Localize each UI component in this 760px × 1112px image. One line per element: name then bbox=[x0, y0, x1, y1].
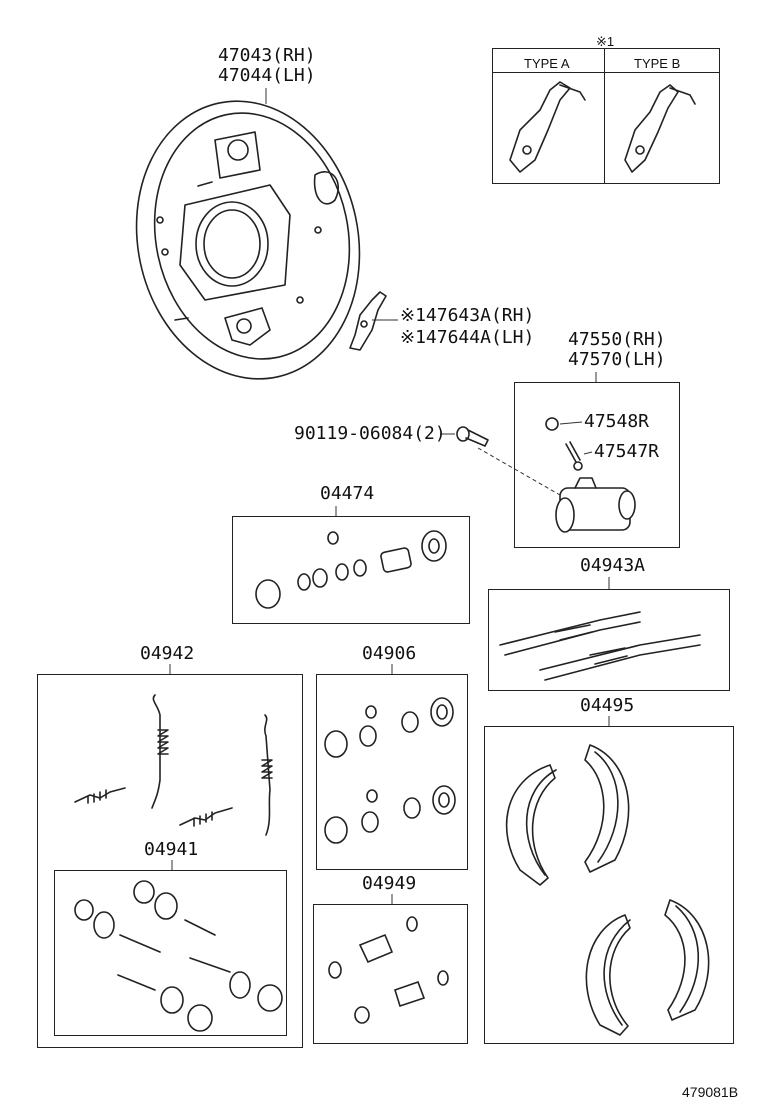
kit-04949-box bbox=[313, 904, 468, 1044]
kit-04942-box bbox=[37, 674, 303, 1048]
type-a-sketch bbox=[509, 81, 586, 173]
kit-04943a-label: 04943A bbox=[580, 555, 646, 576]
inset-note: ※1 bbox=[596, 34, 615, 49]
wheel-cylinder-label-rh: 47550(RH) bbox=[568, 329, 666, 350]
kit-04942-label: 04942 bbox=[140, 643, 195, 664]
lever-label-lh: ※147644A(LH) bbox=[400, 327, 535, 348]
kit-04943a-parts bbox=[499, 611, 701, 681]
kit-04906-label: 04906 bbox=[362, 643, 417, 664]
kit-04906-box bbox=[316, 674, 468, 870]
kit-04941-label: 04941 bbox=[144, 839, 199, 860]
kit-04949-parts bbox=[328, 916, 449, 1024]
inset-divider-horizontal bbox=[492, 72, 720, 73]
kit-04906-parts bbox=[324, 697, 456, 844]
kit-04495-parts bbox=[505, 744, 710, 1036]
wheel-cylinder-drawing bbox=[477, 417, 636, 533]
bleeder-label: 47547R bbox=[594, 441, 660, 462]
wheel-cylinder-label-lh: 47570(LH) bbox=[568, 349, 666, 370]
kit-04495-box bbox=[484, 726, 734, 1044]
inset-divider-vertical bbox=[604, 48, 605, 184]
backing-plate-drawing bbox=[135, 88, 361, 380]
bolt-label: 90119-06084(2) bbox=[294, 423, 446, 444]
type-b-sketch bbox=[624, 84, 696, 173]
lever-drawing bbox=[349, 291, 398, 351]
kit-04949-label: 04949 bbox=[362, 873, 417, 894]
inset-type-b-label: TYPE B bbox=[634, 56, 681, 71]
backing-plate-label-lh: 47044(LH) bbox=[218, 65, 316, 86]
kit-04495-label: 04495 bbox=[580, 695, 635, 716]
kit-04474-label: 04474 bbox=[320, 483, 375, 504]
inset-type-box bbox=[492, 48, 720, 184]
lever-label-rh: ※147643A(RH) bbox=[400, 305, 535, 326]
backing-plate-label-rh: 47043(RH) bbox=[218, 45, 316, 66]
bolt-drawing bbox=[456, 426, 489, 447]
cap-label: 47548R bbox=[584, 411, 650, 432]
kit-04941-parts bbox=[74, 880, 283, 1032]
inset-type-a-label: TYPE A bbox=[524, 56, 570, 71]
kit-04942-parts bbox=[74, 694, 273, 836]
figure-id: 479081B bbox=[682, 1084, 739, 1100]
leader-lines bbox=[169, 372, 610, 904]
wheel-cylinder-box bbox=[514, 382, 680, 548]
kit-04943a-box bbox=[488, 589, 730, 691]
kit-04474-parts bbox=[255, 530, 447, 609]
kit-04474-box bbox=[232, 516, 470, 624]
kit-04941-box bbox=[54, 870, 287, 1036]
